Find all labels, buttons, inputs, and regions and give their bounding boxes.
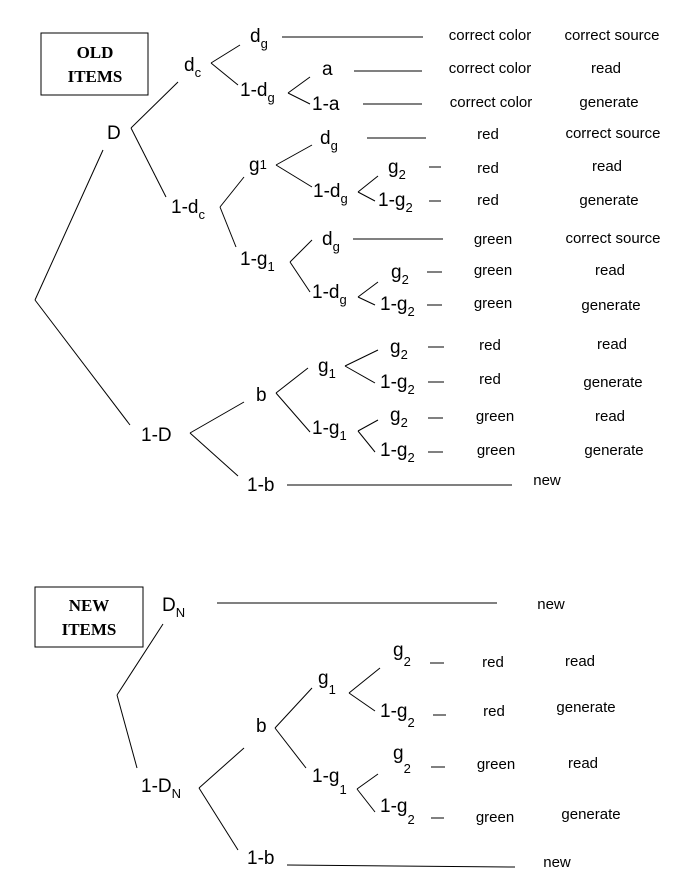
outcome-source: generate [581, 297, 640, 314]
outcome-source: correct source [565, 125, 660, 142]
outcome-color: correct color [449, 60, 532, 77]
outcome-color: correct color [449, 27, 532, 44]
outcome-color: red [483, 703, 505, 720]
new-items-box: NEW ITEMS [34, 586, 144, 648]
node-one-minus-g1: 1-g1 [312, 418, 347, 443]
node-b: b [256, 385, 267, 406]
old-items-label-line1: OLD [77, 43, 114, 62]
node-dg: dg [250, 26, 268, 51]
node-one-minus-g2: 1-g2 [380, 440, 415, 465]
outcome-color: green [477, 756, 515, 773]
node-dg: dg [322, 229, 340, 254]
outcome-color: red [482, 654, 504, 671]
node-dc: dc [184, 55, 202, 80]
new-items-nodes: DN 1-DN b 1-b g1 1-g1 g2 1-g2 g2 1-g2 [141, 595, 415, 869]
outcome-color: green [474, 231, 512, 248]
outcome-source: generate [579, 94, 638, 111]
node-a: a [322, 59, 333, 80]
node-dg: dg [320, 128, 338, 153]
node-one-minus-DN: 1-DN [141, 776, 181, 801]
node-g1: g1 [318, 668, 336, 697]
outcome-source: read [565, 653, 595, 670]
outcome-source: read [592, 158, 622, 175]
old-items-label-line2: ITEMS [68, 67, 123, 86]
node-g2: g2 [391, 262, 409, 287]
outcome-color: red [479, 371, 501, 388]
outcome-color: red [477, 160, 499, 177]
old-items-outcomes: correct color correct source correct col… [449, 27, 661, 489]
outcome-source: read [597, 336, 627, 353]
outcome-color: green [474, 262, 512, 279]
new-items-outcomes: new red read red generate green read gre… [476, 596, 621, 871]
outcome-source: read [595, 262, 625, 279]
node-one-minus-dg: 1-dg [240, 80, 275, 105]
outcome-color: green [476, 809, 514, 826]
outcome-color: correct color [450, 94, 533, 111]
outcome-color: green [474, 295, 512, 312]
outcome-source: new [537, 596, 565, 613]
outcome-source: generate [583, 374, 642, 391]
outcome-color: red [479, 337, 501, 354]
outcome-source: read [568, 755, 598, 772]
node-one-minus-D: 1-D [141, 425, 172, 446]
node-one-minus-g2: 1-g2 [380, 294, 415, 319]
node-one-minus-g1: 1-g1 [312, 766, 347, 797]
outcome-source: generate [556, 699, 615, 716]
new-items-edges [116, 602, 516, 868]
node-one-minus-dg: 1-dg [312, 282, 347, 307]
node-D: D [107, 123, 121, 144]
node-one-minus-dg: 1-dg [313, 181, 348, 206]
outcome-color: green [476, 408, 514, 425]
node-one-minus-g2: 1-g2 [380, 796, 415, 827]
outcome-source: generate [584, 442, 643, 459]
old-items-box: OLD ITEMS [40, 32, 149, 96]
outcome-source: new [543, 854, 571, 871]
outcome-color: red [477, 192, 499, 209]
node-one-minus-g2: 1-g2 [378, 190, 413, 215]
node-one-minus-a: 1-a [312, 94, 340, 115]
outcome-source: correct source [565, 230, 660, 247]
outcome-source: read [595, 408, 625, 425]
node-DN: DN [162, 595, 185, 620]
node-g1: g1 [249, 155, 267, 176]
outcome-source: correct source [564, 27, 659, 44]
outcome-color: red [477, 126, 499, 143]
outcome-source: generate [561, 806, 620, 823]
node-one-minus-g1: 1-g1 [240, 249, 275, 274]
node-g2: g2 [388, 157, 406, 182]
old-items-nodes: D dc 1-dc dg 1-dg a 1-a g1 1-g1 dg 1-dg … [107, 26, 415, 496]
node-g2: g2 [393, 743, 411, 776]
node-g2: g2 [390, 405, 408, 430]
node-one-minus-dc: 1-dc [171, 197, 205, 222]
node-g2: g2 [393, 640, 411, 669]
node-one-minus-b: 1-b [247, 475, 274, 496]
new-items-label-line1: NEW [69, 596, 110, 615]
node-one-minus-g2: 1-g2 [380, 701, 415, 730]
outcome-source: new [533, 472, 561, 489]
outcome-source: read [591, 60, 621, 77]
node-b: b [256, 716, 267, 737]
new-items-label-line2: ITEMS [62, 620, 117, 639]
old-items-edges [34, 36, 512, 486]
node-one-minus-g2: 1-g2 [380, 372, 415, 397]
node-g1: g1 [318, 356, 336, 381]
node-one-minus-b: 1-b [247, 848, 274, 869]
outcome-source: generate [579, 192, 638, 209]
outcome-color: green [477, 442, 515, 459]
node-g2: g2 [390, 337, 408, 362]
